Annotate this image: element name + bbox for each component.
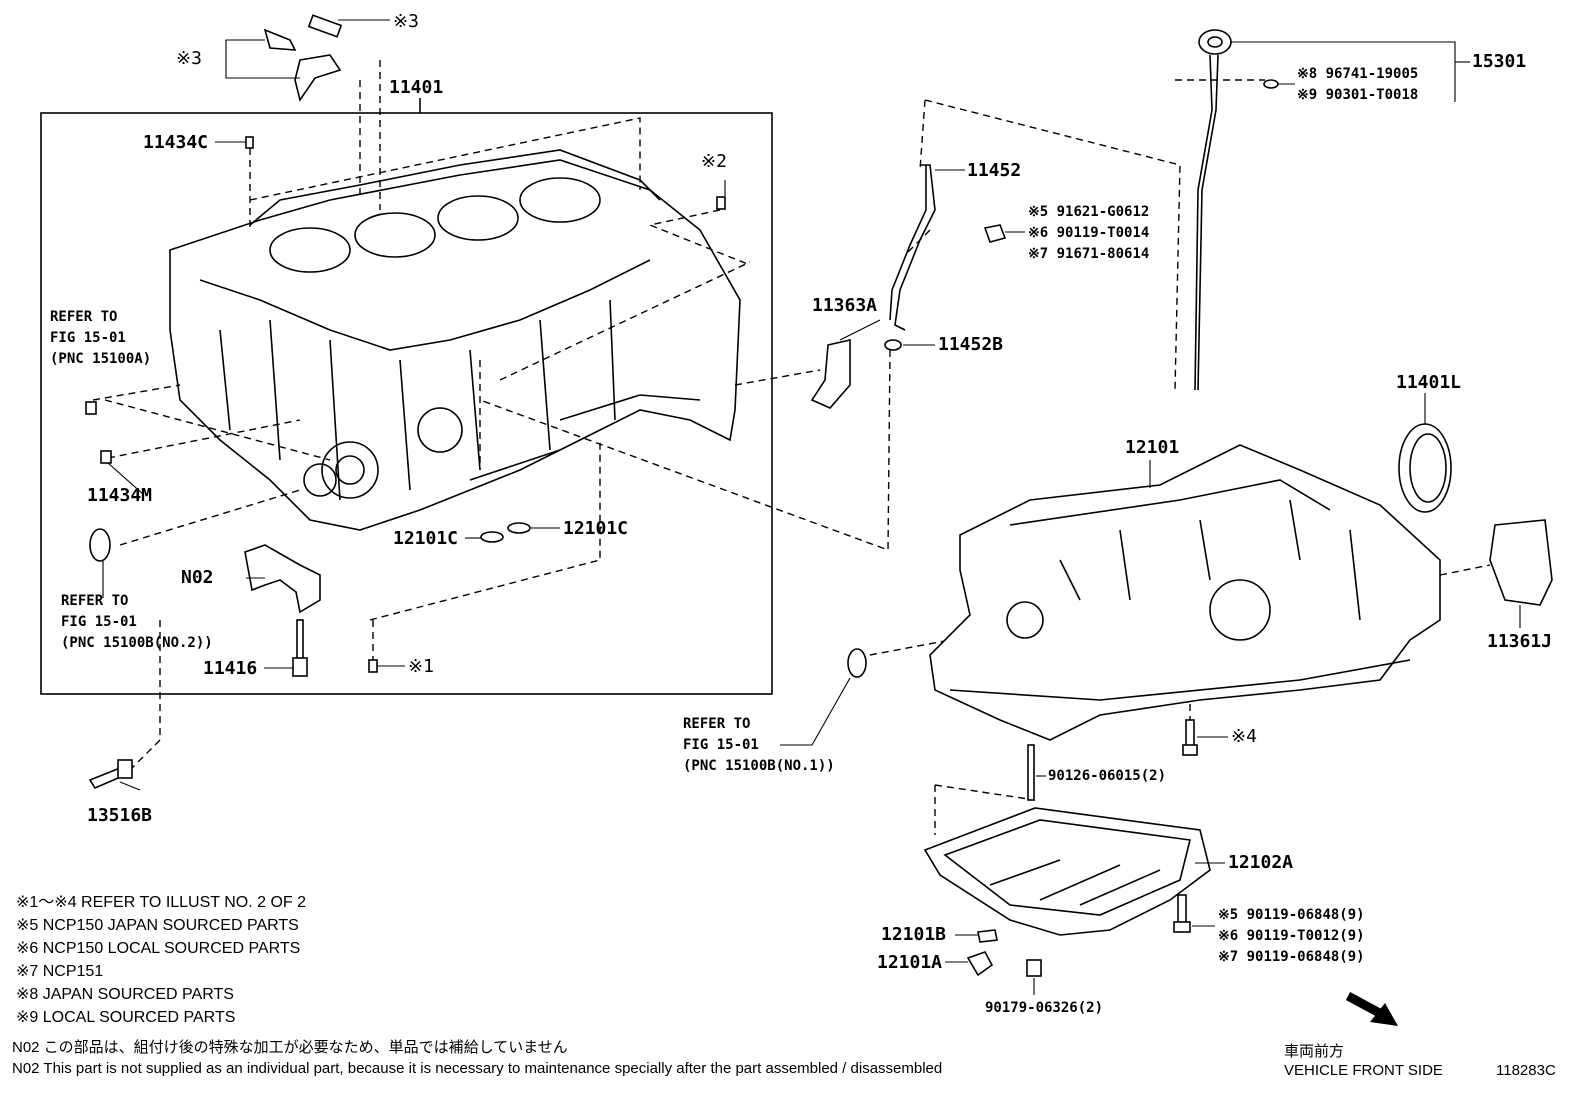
plug-12101a [966, 951, 994, 977]
bolt-11416 [296, 619, 304, 661]
refer-line: (PNC 15100A) [50, 351, 152, 367]
note-line: ※1～※4 REFER TO ILLUST NO. 2 OF 2 [16, 894, 307, 911]
cover-11361j [1489, 519, 1553, 606]
label-mark1: ※1 [408, 656, 434, 677]
refer-line: FIG 15-01 [61, 614, 137, 630]
oil-seal-11401l [1398, 423, 1452, 513]
label-90179: 90179-06326(2) [985, 1000, 1104, 1016]
note-line: ※6 NCP150 LOCAL SOURCED PARTS [16, 940, 301, 957]
label-11401l: 11401L [1396, 372, 1462, 393]
refer-line: REFER TO [683, 716, 751, 732]
label-11434m: 11434M [87, 485, 153, 506]
refer-block-left-top: REFER TO FIG 15-01 (PNC 15100A) [50, 307, 151, 370]
refer-line: REFER TO [50, 309, 118, 325]
plug-12101b [977, 929, 998, 943]
label-12101: 12101 [1125, 437, 1180, 458]
refer-line: FIG 15-01 [683, 737, 759, 753]
part-number: ※9 90301-T0018 [1297, 87, 1419, 103]
label-12101a: 12101A [877, 952, 943, 973]
vehicle-front-arrow [1345, 992, 1398, 1026]
direction-en: VEHICLE FRONT SIDE [1284, 1062, 1443, 1079]
part-number: ※5 91621-G0612 [1028, 204, 1150, 220]
dipstick-part-group: ※8 96741-19005 ※9 90301-T0018 [1297, 64, 1418, 106]
label-11434c: 11434C [143, 132, 209, 153]
note-line: ※7 NCP151 [16, 963, 104, 980]
refer-block-center: REFER TO FIG 15-01 (PNC 15100B(NO.1)) [683, 714, 835, 777]
stud-mark3 [307, 14, 343, 38]
refer-line: REFER TO [61, 593, 129, 609]
stud-90126 [1027, 744, 1035, 801]
dipstick-ring-15301 [1198, 29, 1232, 55]
oring-left [89, 528, 111, 562]
part-number: ※7 90119-06848(9) [1218, 949, 1365, 965]
oring-11452b [884, 339, 902, 351]
bolt-pan [1177, 894, 1187, 926]
guide-bolt-part-group: ※5 91621-G0612 ※6 90119-T0014 ※7 91671-8… [1028, 202, 1149, 265]
refer-line: FIG 15-01 [50, 330, 126, 346]
note-line: ※5 NCP150 JAPAN SOURCED PARTS [16, 917, 299, 934]
dipstick-rod [1194, 54, 1219, 391]
label-15301: 15301 [1472, 51, 1527, 72]
label-12101b: 12101B [881, 924, 947, 945]
pin-mark1 [368, 659, 378, 673]
dowel-11434m [100, 450, 112, 464]
pin-mark2 [716, 196, 726, 210]
oil-pan-lower-drawing [923, 807, 1211, 936]
oring-12101c-a [480, 531, 504, 543]
gasket-11363a [810, 338, 851, 409]
part-number: ※5 90119-06848(9) [1218, 907, 1365, 923]
note-line: ※8 JAPAN SOURCED PARTS [16, 986, 234, 1003]
part-number: ※6 90119-T0014 [1028, 225, 1150, 241]
refer-line: (PNC 15100B(NO.2)) [61, 635, 213, 651]
oring-12101c-b [507, 522, 531, 534]
oring-center [847, 648, 867, 678]
label-11363a: 11363A [812, 295, 878, 316]
footnote-en: N02 This part is not supplied as an indi… [12, 1060, 943, 1077]
label-90126: 90126-06015(2) [1048, 768, 1167, 784]
label-11452: 11452 [967, 160, 1022, 181]
refer-block-left-bottom: REFER TO FIG 15-01 (PNC 15100B(NO.2)) [61, 591, 213, 654]
cylinder-block-drawing [169, 149, 741, 531]
cylinder-block-frame [40, 112, 773, 695]
label-12101c-right: 12101C [563, 518, 629, 539]
illustration-id: 118283C [1496, 1062, 1556, 1079]
pan-bolt-part-group: ※5 90119-06848(9) ※6 90119-T0012(9) ※7 9… [1218, 905, 1365, 968]
label-11416: 11416 [203, 658, 258, 679]
label-11452b: 11452B [938, 334, 1004, 355]
footnote-jp: N02 この部品は、組付け後の特殊な加工が必要なため、単品では補給していません [12, 1039, 568, 1056]
bearing-cap-n02 [244, 544, 321, 614]
guide-11452 [894, 164, 936, 331]
pin-11434c2 [85, 401, 97, 415]
dowel-11434c [245, 136, 254, 149]
oil-pan-upper-drawing [929, 444, 1441, 741]
label-12102a: 12102A [1228, 852, 1294, 873]
label-mark3-top: ※3 [393, 11, 419, 32]
part-number: ※8 96741-19005 [1297, 66, 1419, 82]
bolt-guide [983, 224, 1007, 243]
label-12101c-left: 12101C [393, 528, 459, 549]
label-11401: 11401 [389, 77, 444, 98]
nut-90179 [1026, 959, 1042, 977]
notes-legend: ※1～※4 REFER TO ILLUST NO. 2 OF 2 ※5 NCP1… [16, 891, 306, 1029]
sensor-mark3 [263, 28, 297, 51]
label-mark4: ※4 [1231, 726, 1257, 747]
part-number: ※6 90119-T0012(9) [1218, 928, 1365, 944]
label-mark3-left: ※3 [176, 48, 202, 69]
note-line: ※9 LOCAL SOURCED PARTS [16, 1009, 236, 1026]
label-mark2: ※2 [701, 151, 727, 172]
label-13516b: 13516B [87, 805, 153, 826]
direction-jp: 車両前方 [1284, 1043, 1345, 1060]
label-n02: N02 [181, 567, 214, 588]
part-number: ※7 91671-80614 [1028, 246, 1150, 262]
label-11361j: 11361J [1487, 631, 1553, 652]
refer-line: (PNC 15100B(NO.1)) [683, 758, 835, 774]
